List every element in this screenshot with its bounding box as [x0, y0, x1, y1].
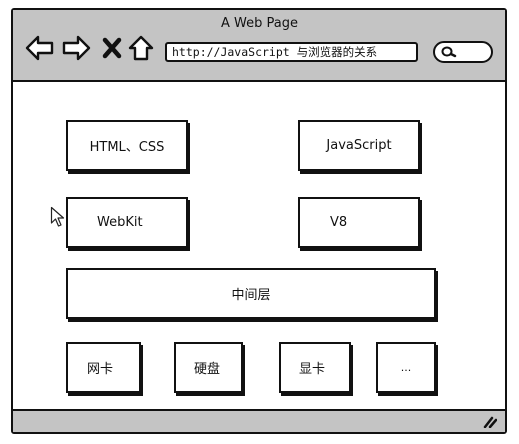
arrow-left-icon[interactable] — [25, 34, 55, 62]
middle-layer-label: 中间层 — [231, 288, 271, 303]
middle-layer-box: 中间层 — [66, 268, 436, 319]
network-card-label: 网卡 — [87, 362, 114, 377]
webkit-box: WebKit — [66, 197, 188, 248]
home-icon[interactable] — [128, 34, 154, 62]
v8-box: V8 — [298, 197, 420, 248]
more-hardware-label: ... — [400, 361, 412, 374]
x-icon[interactable] — [101, 34, 123, 62]
window-title: A Web Page — [221, 16, 298, 31]
graphics-card-box: 显卡 — [279, 342, 351, 393]
resize-grip-icon[interactable] — [483, 415, 497, 428]
webkit-label: WebKit — [97, 215, 143, 230]
arrow-right-icon[interactable] — [61, 34, 91, 62]
status-bar — [13, 409, 505, 432]
search-icon — [441, 46, 457, 58]
address-bar[interactable]: http://JavaScript 与浏览器的关系 — [165, 42, 418, 62]
hard-disk-box: 硬盘 — [174, 342, 243, 393]
v8-label: V8 — [330, 215, 348, 230]
graphics-card-label: 显卡 — [299, 362, 326, 377]
javascript-box: JavaScript — [298, 120, 420, 171]
javascript-label: JavaScript — [326, 138, 392, 153]
html-css-box: HTML、CSS — [66, 120, 188, 171]
hard-disk-label: 硬盘 — [194, 362, 221, 377]
mouse-cursor-icon — [50, 206, 65, 227]
html-css-label: HTML、CSS — [89, 140, 165, 155]
network-card-box: 网卡 — [66, 342, 141, 393]
search-field[interactable] — [433, 41, 493, 63]
more-hardware-box: ... — [376, 342, 436, 393]
